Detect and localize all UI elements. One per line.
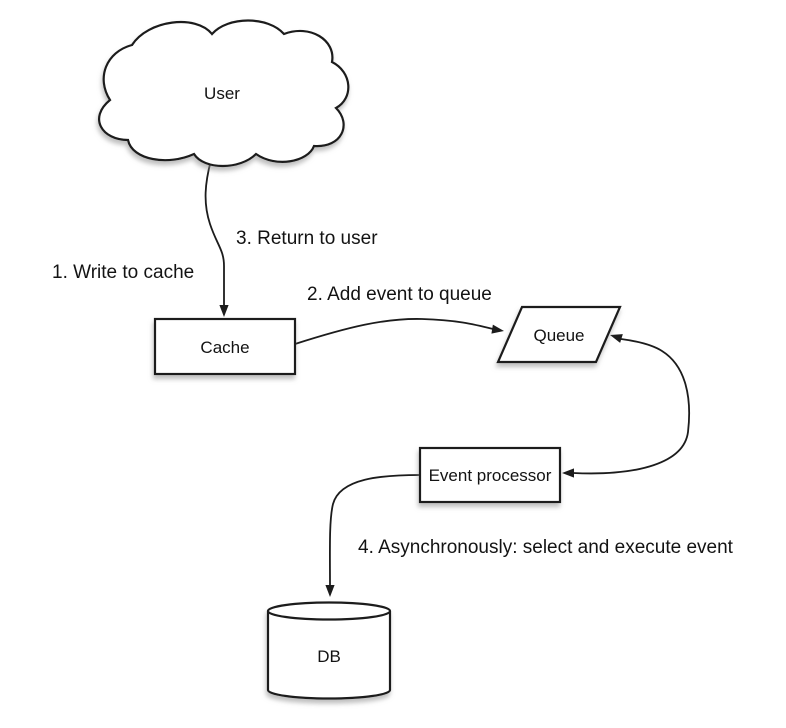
- edge-user-to-cache: [204, 159, 225, 306]
- queue-label: Queue: [533, 326, 584, 345]
- queue-node: [496, 305, 622, 364]
- step3-label: 3. Return to user: [236, 228, 378, 249]
- step-labels: 1. Write to cache 2. Add event to queue …: [52, 228, 734, 558]
- edge-queue-event-processor: [572, 338, 691, 475]
- arrowhead-into-queue-left: [491, 324, 504, 334]
- arrowhead-into-db: [325, 585, 335, 597]
- user-cloud-shape: [98, 19, 350, 167]
- step4-label: 4. Asynchronously: select and execute ev…: [358, 537, 734, 558]
- user-label: User: [204, 84, 240, 103]
- edge-cache-to-queue: [294, 318, 494, 345]
- arrowhead-into-queue-right: [610, 334, 623, 343]
- cache-label: Cache: [200, 338, 249, 357]
- event-processor-node: [418, 446, 562, 504]
- step2-label: 2. Add event to queue: [307, 284, 492, 305]
- event-processor-label: Event processor: [429, 466, 552, 485]
- arrowhead-into-event-processor: [562, 468, 574, 478]
- node-labels: User Cache Queue Event processor DB: [200, 84, 584, 666]
- db-label: DB: [317, 647, 341, 666]
- step1-label: 1. Write to cache: [52, 262, 194, 283]
- db-cylinder-body: [266, 611, 392, 700]
- cache-node: [153, 317, 297, 376]
- edge-event-processor-to-db: [328, 474, 421, 587]
- nodes: [98, 19, 622, 700]
- edges: [204, 159, 691, 597]
- arrowhead-into-cache: [219, 305, 229, 317]
- db-cylinder-top: [266, 601, 392, 621]
